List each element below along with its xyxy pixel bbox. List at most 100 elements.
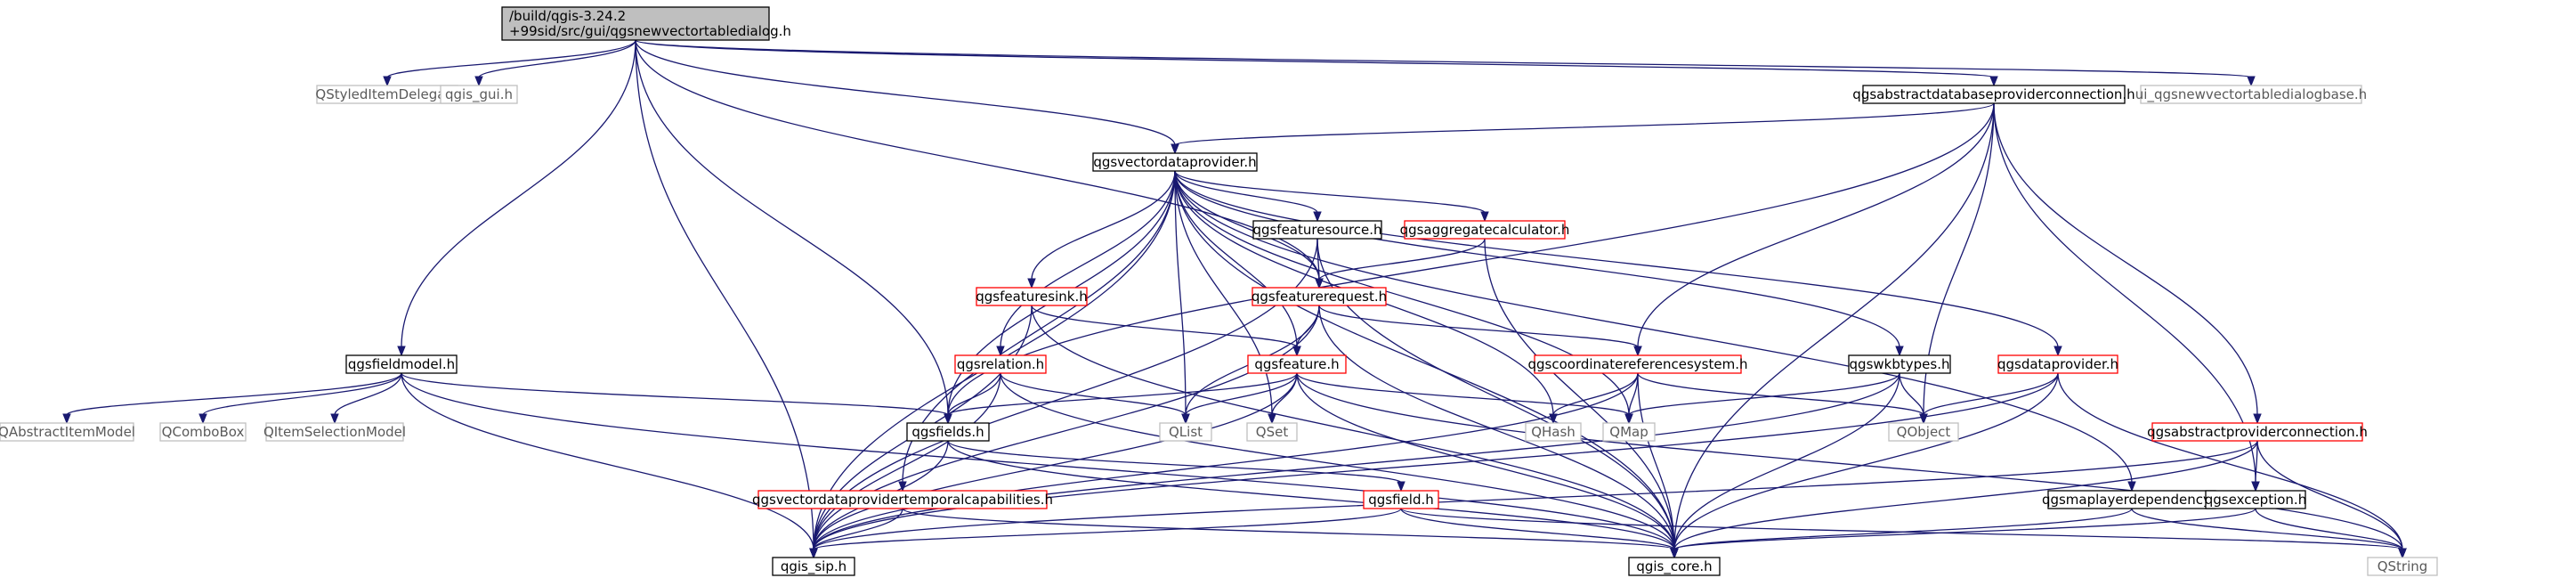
- edge-root-to-qgsfieldmodel: [397, 39, 636, 357]
- node-label-root: /build/qgis-3.24.2: [509, 8, 626, 24]
- node-qmap[interactable]: QMap: [1602, 422, 1656, 442]
- edge-qgsfields-to-qgsfield: [947, 440, 1405, 493]
- node-label-qlist: QList: [1169, 424, 1203, 440]
- edge-qgsfieldmodel-to-qgis_core: [401, 372, 1679, 559]
- edge-root-to-ui_qgsnewvectortabledialogbase: [635, 39, 2256, 87]
- node-qstring[interactable]: QString: [2367, 557, 2438, 576]
- edge-qgsvectordataprovider-to-qlist: [1174, 170, 1190, 425]
- node-label-qgsfield: qgsfield.h: [1368, 492, 1434, 508]
- node-label-qgswkbtypes: qgswkbtypes.h: [1850, 356, 1950, 372]
- node-qgsfields[interactable]: qgsfields.h: [906, 422, 990, 442]
- node-label-qgsfeaturerequest: qgsfeaturerequest.h: [1252, 289, 1387, 305]
- node-label-qgsdataprovider: qgsdataprovider.h: [1997, 356, 2118, 372]
- edge-qgsvectordataprovider-to-qgsrelation: [996, 170, 1176, 357]
- node-label-qset: QSet: [1256, 424, 1289, 440]
- node-qhash[interactable]: QHash: [1525, 422, 1582, 442]
- node-label-qabstractitemmodel: QAbstractItemModel: [0, 424, 135, 440]
- node-label-qgsfieldmodel: qgsfieldmodel.h: [348, 356, 455, 372]
- edge-qgsaggregatecalculator-to-qgsfeaturerequest: [1315, 238, 1486, 289]
- edge-qgsfieldmodel-to-qgsfields: [401, 372, 952, 425]
- node-qobject[interactable]: QObject: [1888, 422, 1959, 442]
- node-qgsfeaturesource[interactable]: qgsfeaturesource.h: [1252, 220, 1382, 240]
- node-qgsdataprovider[interactable]: qgsdataprovider.h: [1997, 354, 2118, 374]
- node-label-qgsrelation: qgsrelation.h: [957, 356, 1044, 372]
- node-qgis_core[interactable]: qgis_core.h: [1628, 557, 1721, 576]
- node-label-qcombobox: QComboBox: [162, 424, 245, 440]
- node-label-qgsfeature: qgsfeature.h: [1254, 356, 1339, 372]
- node-qgsvectordataprovidertemporalcapabilities[interactable]: qgsvectordataprovidertemporalcapabilitie…: [752, 490, 1053, 509]
- node-qcombobox[interactable]: QComboBox: [159, 422, 247, 442]
- edge-qgsabstractdatabaseproviderconnection-to-qgsfields: [944, 102, 1995, 425]
- edge-qgsabstractdatabaseproviderconnection-to-qobject: [1919, 102, 1995, 425]
- node-label-qgsmaplayerdependency: qgsmaplayerdependency.h: [2042, 492, 2222, 508]
- node-qgis_sip[interactable]: qgis_sip.h: [772, 557, 855, 576]
- node-label-qgsfields: qgsfields.h: [911, 424, 984, 440]
- edge-qgsabstractdatabaseproviderconnection-to-qgscoordinatereferencesystem: [1633, 102, 1995, 357]
- node-ui_qgsnewvectortabledialogbase[interactable]: ui_qgsnewvectortabledialogbase.h: [2135, 85, 2367, 104]
- edge-qgsrelation-to-qlist: [1000, 372, 1190, 425]
- edge-qgsabstractdatabaseproviderconnection-to-qgsabstractproviderconnection: [1993, 102, 2262, 425]
- node-label-qstring: QString: [2378, 558, 2428, 574]
- edge-qgsdataprovider-to-qstring: [2057, 372, 2407, 559]
- node-qgsfeature[interactable]: qgsfeature.h: [1247, 354, 1347, 374]
- edge-qgsexception-to-qgis_core: [1670, 508, 2256, 559]
- edge-qgsmaplayerdependency-to-qstring: [2131, 508, 2407, 559]
- node-qgscoordinatereferencesystem[interactable]: qgscoordinatereferencesystem.h: [1528, 354, 1748, 374]
- node-qitemselectionmodel[interactable]: QItemSelectionModel: [263, 422, 406, 442]
- edge-qgsvectordataprovider-to-qgsdataprovider: [1174, 170, 2062, 357]
- edge-qgsfeature-to-qlist: [1181, 372, 1298, 425]
- node-qstyleditemdelegate[interactable]: QStyledItemDelegate: [315, 85, 459, 104]
- node-qgsaggregatecalculator[interactable]: qgsaggregatecalculator.h: [1400, 220, 1570, 240]
- node-label-qgsabstractproviderconnection: qgsabstractproviderconnection.h: [2147, 424, 2368, 440]
- edge-root-to-qgis_gui: [474, 39, 636, 87]
- edge-qgsfeaturerequest-to-qgsfeature: [1292, 305, 1320, 357]
- node-qgsfieldmodel[interactable]: qgsfieldmodel.h: [345, 354, 458, 374]
- node-label-qitemselectionmodel: QItemSelectionModel: [263, 424, 406, 440]
- edge-qgsvectordataprovider-to-qgsfeaturesource: [1174, 170, 1322, 223]
- edge-qgsfieldmodel-to-qcombobox: [198, 372, 402, 425]
- node-label-qgsvectordataprovidertemporalcapabilities: qgsvectordataprovidertemporalcapabilitie…: [752, 492, 1053, 508]
- node-label-qgsaggregatecalculator: qgsaggregatecalculator.h: [1400, 222, 1570, 238]
- node-root[interactable]: /build/qgis-3.24.2+99sid/src/gui/qgsnewv…: [501, 6, 791, 41]
- edge-qgsvectordataprovider-to-qgsmaplayerdependency: [1174, 170, 2136, 493]
- edge-qgsabstractdatabaseproviderconnection-to-qgis_core: [1670, 102, 1995, 559]
- node-qabstractitemmodel[interactable]: QAbstractItemModel: [0, 422, 135, 442]
- node-label-qgis_core: qgis_core.h: [1636, 558, 1712, 575]
- edge-qgsfeaturesink-to-qgsfeature: [1031, 305, 1301, 357]
- edge-qgsexception-to-qstring: [2255, 508, 2407, 559]
- node-qgsabstractdatabaseproviderconnection[interactable]: qgsabstractdatabaseproviderconnection.h: [1852, 85, 2135, 104]
- node-qgsexception[interactable]: qgsexception.h: [2205, 490, 2306, 509]
- node-qgsrelation[interactable]: qgsrelation.h: [954, 354, 1047, 374]
- edge-qgsdataprovider-to-qgis_core: [1670, 372, 2059, 559]
- edge-qgsvectordataprovider-to-qgsfeature: [1174, 170, 1301, 357]
- node-qgswkbtypes[interactable]: qgswkbtypes.h: [1848, 354, 1951, 374]
- node-qgsabstractproviderconnection[interactable]: qgsabstractproviderconnection.h: [2147, 422, 2368, 442]
- node-qgsfeaturerequest[interactable]: qgsfeaturerequest.h: [1252, 287, 1387, 306]
- edge-qgscoordinatereferencesystem-to-qobject: [1637, 372, 1928, 425]
- node-qgsvectordataprovider[interactable]: qgsvectordataprovider.h: [1092, 152, 1258, 172]
- node-label-qgsexception: qgsexception.h: [2205, 492, 2306, 508]
- node-label-qhash: QHash: [1531, 424, 1576, 440]
- node-qgsmaplayerdependency[interactable]: qgsmaplayerdependency.h: [2042, 490, 2222, 509]
- node-qset[interactable]: QSet: [1246, 422, 1298, 442]
- edge-qgsfieldmodel-to-qitemselectionmodel: [330, 372, 402, 425]
- node-qgsfield[interactable]: qgsfield.h: [1363, 490, 1439, 509]
- edge-qgsmaplayerdependency-to-qgis_core: [1670, 508, 2133, 559]
- node-label-ui_qgsnewvectortabledialogbase: ui_qgsnewvectortabledialogbase.h: [2135, 86, 2367, 103]
- node-label-qgsfeaturesink: qgsfeaturesink.h: [976, 289, 1087, 305]
- edge-qgsdataprovider-to-qgis_sip: [809, 372, 2059, 559]
- edge-root-to-qgsabstractdatabaseproviderconnection: [635, 39, 1998, 87]
- edge-qgsvectordataprovidertemporalcapabilities-to-qgis_core: [902, 508, 1679, 559]
- node-label-qgscoordinatereferencesystem: qgscoordinatereferencesystem.h: [1528, 356, 1748, 372]
- edge-qgsaggregatecalculator-to-qgis_core: [1484, 238, 1679, 559]
- edge-qgsfeaturerequest-to-qgscoordinatereferencesystem: [1318, 305, 1642, 357]
- node-qgis_gui[interactable]: qgis_gui.h: [440, 85, 518, 104]
- node-label-qmap: QMap: [1609, 424, 1648, 440]
- node-label-root: +99sid/src/gui/qgsnewvectortabledialog.h: [509, 23, 791, 39]
- edge-qgsfeature-to-qgsfields: [944, 372, 1298, 425]
- edge-root-to-qgsfields: [635, 39, 952, 425]
- node-qlist[interactable]: QList: [1159, 422, 1212, 442]
- edge-root-to-qstyleditemdelegate: [383, 39, 636, 87]
- node-qgsfeaturesink[interactable]: qgsfeaturesink.h: [976, 287, 1088, 306]
